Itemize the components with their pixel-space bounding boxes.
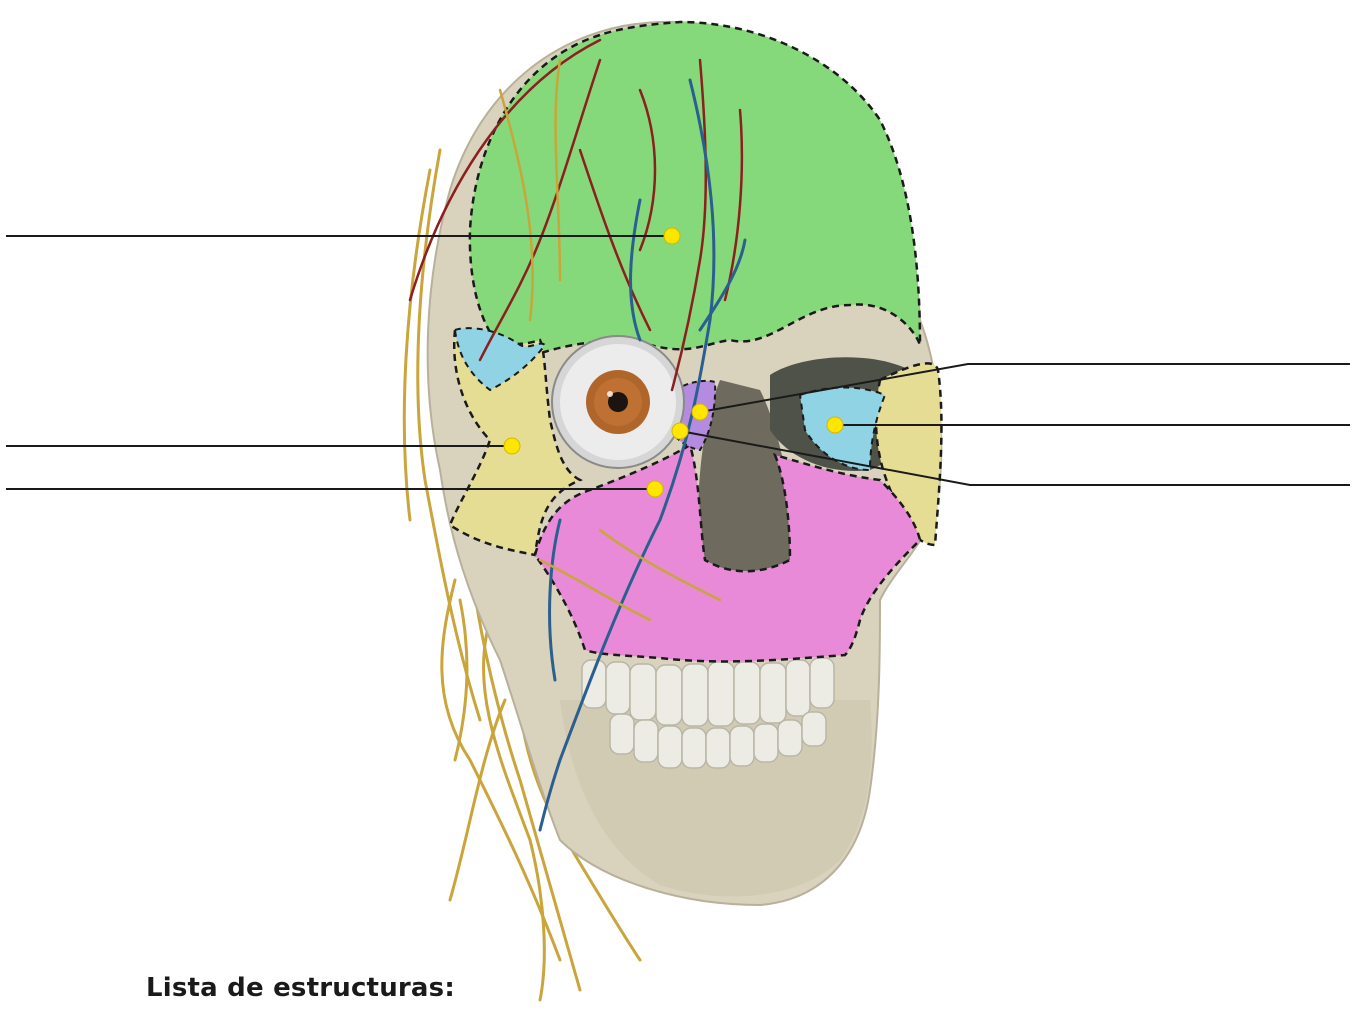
eyeball	[552, 336, 684, 468]
marker-zygomatic[interactable]	[504, 438, 520, 454]
structure-list-title: Lista de estructuras:	[146, 973, 455, 1003]
marker-ethmoid[interactable]	[672, 423, 688, 439]
teeth	[582, 658, 834, 768]
marker-maxilla[interactable]	[647, 481, 663, 497]
marker-frontal[interactable]	[664, 228, 680, 244]
marker-sphenoid[interactable]	[827, 417, 843, 433]
marker-lacrimal[interactable]	[692, 404, 708, 420]
